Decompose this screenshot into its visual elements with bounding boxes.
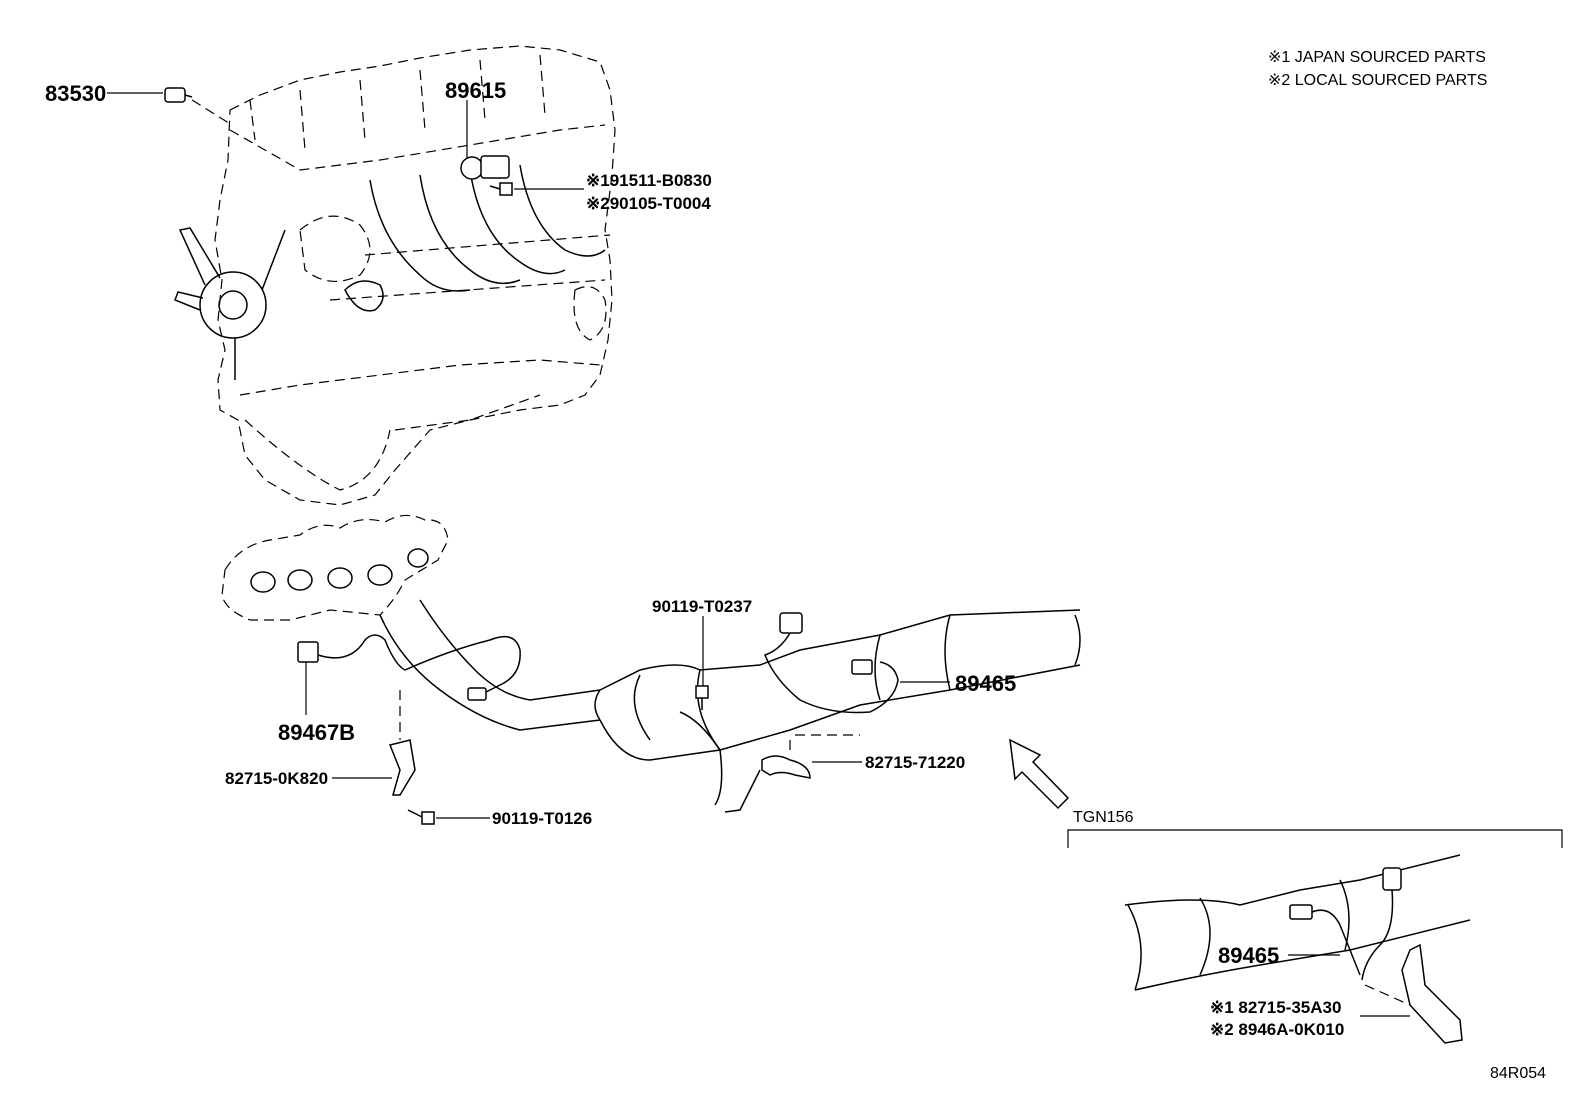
note-japan-sourced: ※1 JAPAN SOURCED PARTS — [1268, 49, 1486, 66]
part-label-290105-t0004[interactable]: ※290105-T0004 — [586, 194, 711, 213]
engine-block-outline — [214, 45, 616, 506]
part-label-82715-71220[interactable]: 82715-71220 — [865, 753, 965, 772]
inset-tgn156 — [1067, 829, 1563, 991]
figure-code: 84R054 — [1490, 1065, 1546, 1082]
exhaust-pipe-catalyst — [594, 609, 1081, 761]
part-label-89615[interactable]: 89615 — [445, 78, 506, 103]
bracket-82715-0k820[interactable] — [388, 739, 416, 796]
inset-o2-sensor-89465[interactable] — [1289, 867, 1402, 981]
bolt-91511[interactable] — [489, 182, 513, 196]
oil-pressure-switch-83530[interactable] — [164, 87, 193, 103]
inset-title-tgn156: TGN156 — [1073, 809, 1134, 826]
note-local-sourced: ※2 LOCAL SOURCED PARTS — [1268, 72, 1487, 89]
o2-sensor-89467b[interactable] — [297, 634, 521, 701]
inset-part-label-89465[interactable]: 89465 — [1218, 943, 1279, 968]
dash-83530 — [191, 99, 233, 126]
part-label-90119-t0237[interactable]: 90119-T0237 — [652, 597, 752, 616]
dash-82715-71220 — [789, 734, 860, 755]
bolt-90119-t0126[interactable] — [407, 809, 435, 825]
inset-bracket[interactable] — [1401, 943, 1463, 1044]
part-label-89467b[interactable]: 89467B — [278, 720, 355, 745]
exhaust-manifold — [221, 514, 601, 731]
cooling-fan — [174, 227, 286, 380]
bracket-82715-71220[interactable] — [724, 755, 811, 813]
dash-inset-bracket — [1364, 984, 1411, 1006]
o2-sensor-89465[interactable] — [764, 612, 899, 714]
part-label-83530[interactable]: 83530 — [45, 81, 106, 106]
inset-part-label-82715-35a30[interactable]: ※1 82715-35A30 — [1210, 998, 1341, 1017]
sensor-89615[interactable] — [460, 155, 510, 180]
part-label-82715-0k820[interactable]: 82715-0K820 — [225, 769, 328, 788]
inset-part-label-8946a-0k010[interactable]: ※2 8946A-0K010 — [1210, 1020, 1344, 1039]
part-label-90119-t0126[interactable]: 90119-T0126 — [492, 809, 592, 828]
part-label-91511-b0830[interactable]: ※191511-B0830 — [586, 171, 712, 190]
bolt-90119-t0237[interactable] — [679, 685, 723, 806]
part-label-89465[interactable]: 89465 — [955, 671, 1016, 696]
view-direction-arrow — [1009, 738, 1070, 810]
